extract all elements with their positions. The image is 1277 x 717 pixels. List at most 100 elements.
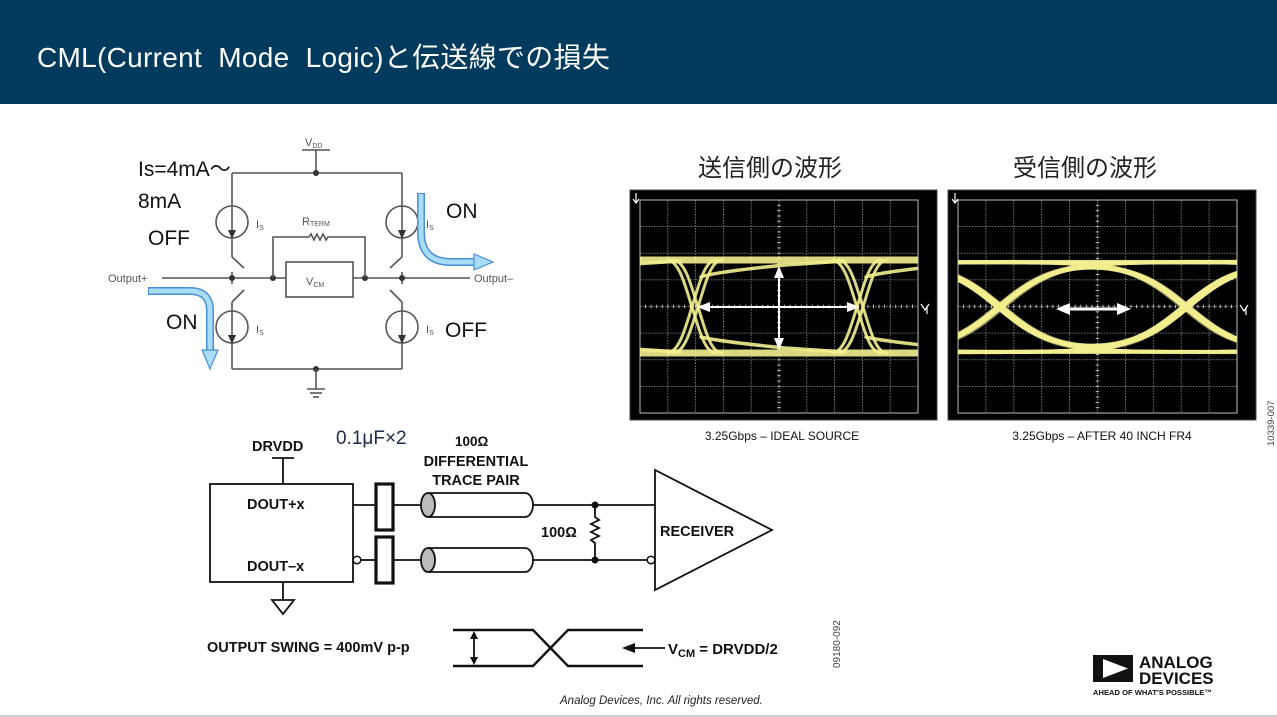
current-note-line2: 8mA (138, 190, 181, 213)
vdd-label-main: V (305, 137, 313, 149)
vcm-equation: VCM = DRVDD/2 (668, 641, 778, 660)
output-plus-node-dot (229, 275, 235, 281)
level-marker-icon (920, 303, 930, 314)
flow-arrow-body (418, 194, 476, 265)
eye-trace (958, 275, 1237, 349)
arrowhead-left-icon (1056, 303, 1070, 315)
source-label-main: I (256, 219, 259, 231)
arrowhead-up-icon (774, 266, 784, 278)
switch-lower-right (389, 289, 403, 303)
trace-impedance-label: 100Ω (455, 434, 489, 449)
flow-arrowhead-icon (473, 253, 495, 271)
dout-plus-label: DOUT+x (247, 497, 305, 513)
trace-cylinder-minus (428, 547, 534, 573)
source-label-main: I (426, 219, 429, 231)
rterm-resistor (272, 232, 366, 278)
vdd-label: VDD (305, 137, 322, 150)
copyright-notice: Analog Devices, Inc. All rights reserved… (559, 695, 763, 707)
waveform-title-receive: 受信側の波形 (1013, 154, 1157, 182)
logo-line1: ANALOG (1139, 653, 1213, 672)
current-flow-arrow-left (148, 287, 219, 371)
arrowhead-left-icon (622, 643, 635, 653)
eye-trace-rising-edge (509, 260, 557, 353)
trace-cylinder-end-minus (420, 547, 436, 573)
vcm-label-sub: CM (313, 282, 324, 289)
arrowhead-right-icon (1117, 303, 1131, 315)
trigger-marker-icon (951, 193, 959, 204)
arrowhead-down-icon (470, 657, 478, 665)
rterm-label: RTERM (302, 216, 330, 228)
vcm-label: VCM (306, 276, 324, 289)
receiver-label: RECEIVER (660, 524, 735, 540)
flow-arrow-body (149, 288, 213, 352)
logo-tagline: AHEAD OF WHAT'S POSSIBLE™ (1093, 688, 1212, 697)
eye-trace-settling-tail (699, 259, 847, 279)
switch-upper-right (389, 256, 403, 269)
ac-coupling-capacitor-plus (374, 482, 395, 532)
output-minus-node-dot (399, 275, 405, 281)
current-source-arrow-icon (228, 230, 236, 239)
interface-figure-id: 09180-092 (832, 620, 843, 668)
driver-block (209, 483, 354, 583)
vcm-equation-sub: CM (678, 648, 695, 660)
level-marker-icon (1239, 304, 1249, 315)
eye-trace-settling-tail (864, 335, 918, 347)
state-upper-right: ON (446, 200, 478, 223)
source-label-upper-right: IS (426, 219, 434, 232)
capacitor-label: 0.1μF×2 (336, 428, 407, 449)
eye-trace (958, 259, 1237, 262)
waveform-title-transmit: 送信側の波形 (698, 154, 842, 182)
swing-waveform-bottom (453, 628, 643, 668)
trace-cylinder-end-plus (420, 492, 436, 518)
vcm-label-main: V (306, 276, 314, 288)
analog-devices-logo: ANALOG DEVICES AHEAD OF WHAT'S POSSIBLE™ (1093, 653, 1214, 697)
eye-opening-arrows (1056, 303, 1131, 315)
trace-cylinder-plus (428, 492, 534, 518)
waveform-caption-transmit: 3.25Gbps – IDEAL SOURCE (705, 429, 859, 443)
current-note-line1: Is=4mA～ (138, 158, 231, 181)
vcm-box (285, 261, 354, 298)
inversion-bubble-driver (352, 555, 362, 565)
eye-traces (958, 259, 1237, 355)
vcm-equation-main: V (668, 641, 678, 658)
state-upper-left: OFF (148, 227, 190, 250)
state-lower-right: OFF (445, 319, 487, 342)
dout-minus-label: DOUT–x (247, 559, 304, 575)
source-label-sub: S (429, 330, 434, 337)
source-label-sub: S (429, 225, 434, 232)
receiver-triangle (654, 468, 774, 592)
termination-label: 100Ω (541, 525, 577, 541)
eye-opening-arrows (697, 266, 860, 350)
output-minus-label: Output– (474, 273, 514, 285)
current-source-arrow-icon (398, 230, 406, 239)
ac-coupling-capacitor-minus (374, 535, 395, 585)
trace-description-line2: TRACE PAIR (432, 473, 520, 489)
vcm-equation-rest: = DRVDD/2 (695, 641, 778, 658)
scope-screen-transmit (629, 189, 938, 421)
trigger-marker-icon (632, 193, 640, 204)
output-plus-label: Output+ (108, 273, 147, 285)
source-label-sub: S (259, 225, 264, 232)
arrowhead-left-icon (697, 302, 710, 312)
switch-lower-left (231, 289, 245, 303)
slide-header: CML(Current Mode Logic)と伝送線での損失 (0, 0, 1277, 104)
waveform-caption-receive: 3.25Gbps – AFTER 40 INCH FR4 (1012, 429, 1192, 443)
eye-trace-rising-edge (666, 258, 718, 355)
current-flow-arrow-right (417, 193, 495, 271)
source-label-sub: S (259, 330, 264, 337)
source-label-upper-left: IS (256, 219, 264, 232)
ground-triangle-icon (270, 599, 296, 616)
inversion-bubble-receiver (646, 555, 656, 565)
eye-diagram-receive: 受信側の波形 3.25Gbps – AFTER 40 INCH FR4 (947, 154, 1257, 443)
vdd-label-sub: DD (312, 143, 322, 150)
trace-description-line1: DIFFERENTIAL (424, 454, 529, 470)
eye-trace-falling-edge (509, 260, 557, 353)
drvdd-label: DRVDD (252, 439, 303, 455)
current-source-arrow-icon (228, 335, 236, 344)
switch-upper-left (231, 256, 245, 269)
output-swing-label: OUTPUT SWING = 400mV p-p (207, 640, 410, 656)
termination-resistor (588, 505, 602, 560)
eye-trace-settling-tail (699, 335, 847, 354)
source-label-lower-right: IS (426, 324, 434, 337)
